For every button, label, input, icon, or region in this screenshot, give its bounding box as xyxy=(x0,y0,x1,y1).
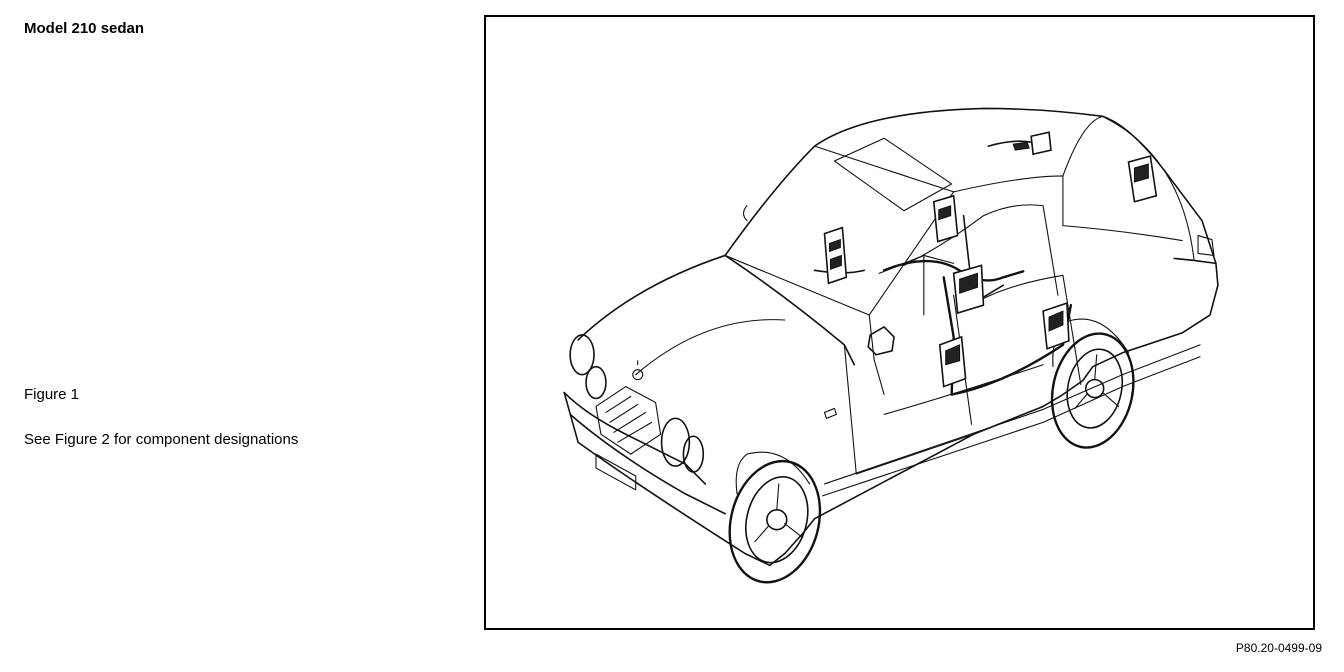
rear-wheel xyxy=(1050,318,1135,449)
car-body-outline xyxy=(563,107,1219,567)
page-title: Model 210 sedan xyxy=(24,20,145,37)
door-control-modules xyxy=(823,131,1158,388)
figure-label: Figure 1 xyxy=(24,386,80,403)
component-note: See Figure 2 for component designations xyxy=(24,431,299,448)
figure-code: P80.20-0499-09 xyxy=(1235,641,1322,655)
diagram-frame xyxy=(484,15,1315,630)
front-wheel xyxy=(728,451,822,584)
sedan-line-drawing xyxy=(563,107,1219,584)
